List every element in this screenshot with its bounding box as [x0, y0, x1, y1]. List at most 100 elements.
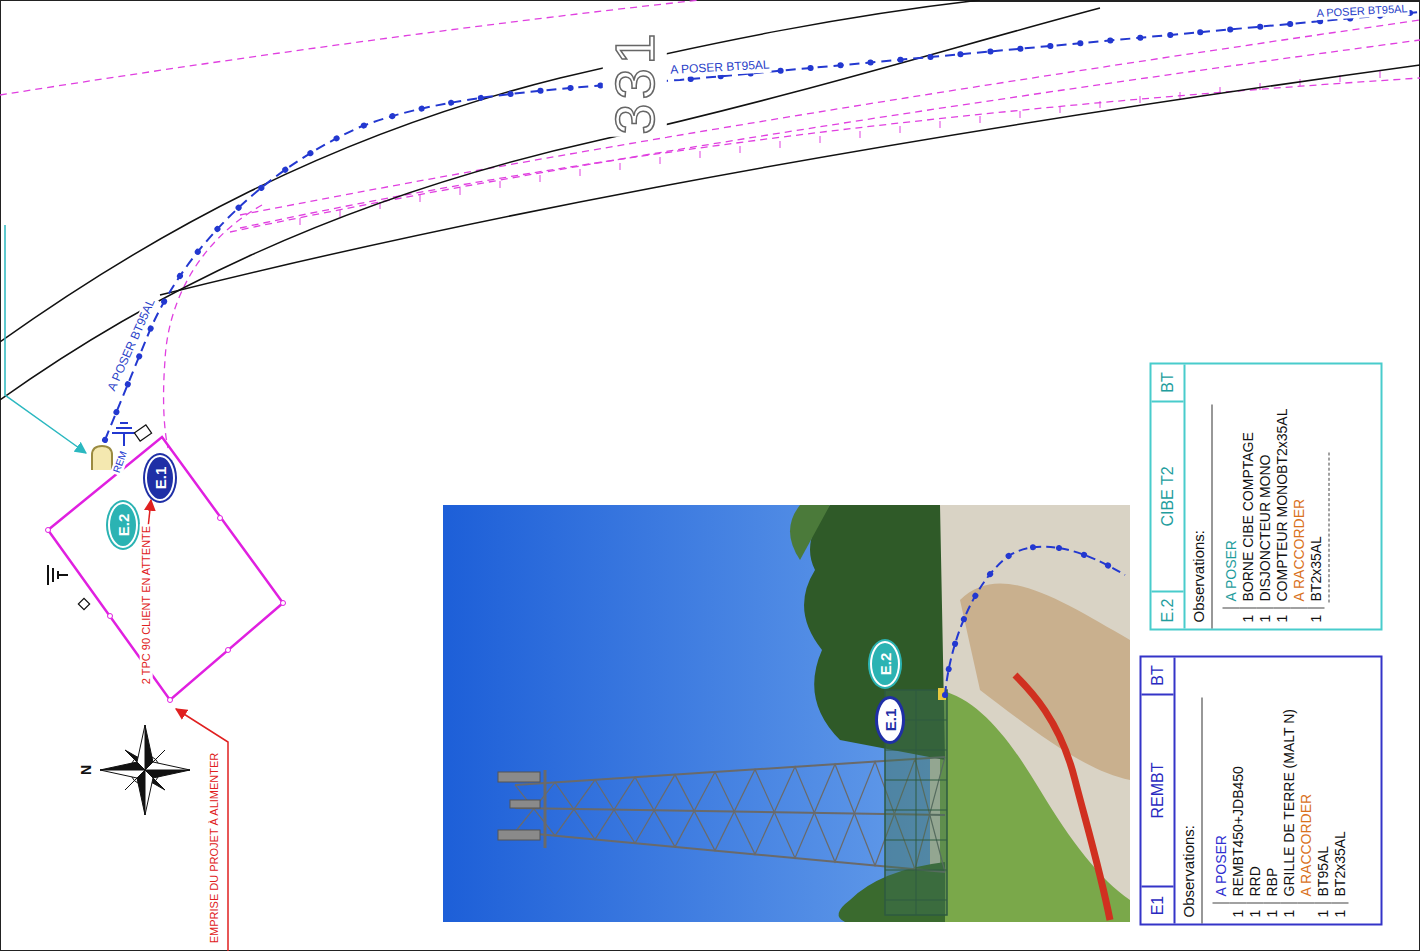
node-text: A POSER: [1213, 835, 1230, 903]
node-text: 1: [1230, 903, 1247, 917]
antenna: [498, 772, 540, 782]
node-text: A RACCORDER: [1298, 793, 1315, 903]
table-row: 1GRILLE DE TERRE (MALT N): [1281, 665, 1298, 917]
parcel-dot: [46, 528, 51, 533]
earth-symbol: [48, 565, 68, 585]
node-text: BT: [1152, 364, 1184, 402]
earth-bar: [116, 427, 132, 429]
node-text: COMPTEUR MONOBT2x35AL: [1274, 408, 1291, 608]
node-text: GRILLE DE TERRE (MALT N): [1281, 709, 1298, 903]
node-text: 1: [1247, 903, 1264, 917]
limit-line: [0, 0, 700, 95]
table-rows: A POSER1REMBT450+JDB4501RRD1RBP1GRILLE D…: [1213, 657, 1359, 923]
observation-table: E.2CIBE T2BTObservations: A POSER 1BORNE C…: [1150, 362, 1383, 630]
cable-label: A POSER BT95AL: [668, 58, 772, 77]
spacer: [1298, 903, 1315, 917]
equipment-tag: E.1: [145, 455, 175, 501]
box-symbol: [134, 425, 151, 441]
slope-line: [240, 20, 1420, 215]
site-photo: [443, 505, 1130, 922]
antennas: [498, 772, 540, 840]
earth-bar: [120, 422, 128, 424]
node-text: A POSER: [1223, 540, 1240, 608]
node-text: RRD: [1247, 866, 1264, 903]
cable-dots-photo: [945, 547, 1125, 695]
node-text: BORNE CIBE COMPTAGE: [1240, 432, 1257, 608]
node-text: Observations:: [1180, 824, 1197, 917]
node-text: E.2: [1152, 590, 1184, 628]
antenna: [498, 830, 540, 840]
compass-point: [137, 770, 145, 815]
photo-sky: [443, 505, 1130, 922]
compass-point: [145, 725, 153, 770]
table-header: E1REMBTBT: [1142, 657, 1176, 923]
table-observations: Observations:: [1176, 697, 1203, 923]
equipment-label: REM: [110, 448, 130, 477]
antenna: [510, 800, 540, 808]
node-text: RBP: [1264, 867, 1281, 903]
earth-symbol: [112, 423, 136, 446]
road-number: 331: [603, 27, 667, 136]
node-text: E.2: [877, 653, 894, 676]
table-row: 1BT95AL: [1315, 665, 1332, 917]
parcel-dot: [108, 614, 113, 619]
node-text: A RACCORDER: [1291, 498, 1308, 608]
table-rows: A POSER 1BORNE CIBE COMPTAGE1DISJONCTEUR …: [1223, 364, 1340, 628]
table-row: 1BT2x35AL: [1308, 372, 1325, 622]
red-duct: [1015, 675, 1110, 920]
table-header: E.2CIBE T2BT: [1152, 364, 1186, 628]
cabinet-symbol: [92, 446, 112, 470]
table-row: 1BT2x35AL: [1332, 665, 1349, 917]
pylon-lattice: [515, 757, 945, 869]
photo-gravel: [930, 505, 1130, 922]
earth-bar: [47, 565, 49, 585]
node-text: E.2: [115, 514, 132, 537]
node-text: Observations:: [1190, 529, 1207, 622]
road-edge: [0, 8, 1100, 400]
parcel-dot: [281, 601, 286, 606]
node-text: E.1: [152, 467, 169, 490]
slope-line: [230, 40, 1420, 232]
road-edge: [160, 65, 1420, 295]
note-label: 2 TPC 90 CLIENT EN ATTENTE: [140, 524, 153, 686]
parcel-dot: [168, 698, 173, 703]
table-observations: Observations:: [1186, 404, 1213, 628]
table-row: 1DISJONCTEUR MONO: [1257, 372, 1274, 622]
photo-trees: [790, 505, 830, 560]
node-text: BT2x35AL: [1308, 536, 1325, 608]
node-text: E1: [1142, 885, 1174, 923]
node-text: DISJONCTEUR MONO: [1257, 454, 1274, 608]
spacer: [1213, 903, 1230, 917]
marker-symbol: [78, 598, 89, 609]
node-text: BT2x35AL: [1332, 831, 1349, 903]
node-text: REMBT: [1142, 695, 1174, 885]
compass-point: [145, 770, 153, 815]
pylon-platform: [544, 770, 547, 848]
project-parcel: [48, 437, 283, 700]
pylon-legs: [515, 757, 945, 872]
node-text: E.1: [882, 709, 899, 732]
node-text: 1: [1257, 608, 1274, 622]
parcel-dot: [226, 648, 231, 653]
equipment-tag: E.2: [870, 641, 900, 687]
note-label: EMPRISE DU PROJET À ALIMENTER: [208, 751, 221, 946]
table-row: A POSER: [1213, 665, 1230, 917]
limit-curve: [164, 205, 262, 448]
table-row: A RACCORDER: [1291, 372, 1308, 622]
spacer: [1291, 608, 1308, 622]
leader-line: [176, 709, 228, 951]
cable-label: A POSER BT95AL: [1314, 2, 1410, 20]
table-row: A RACCORDER: [1298, 665, 1315, 917]
road-edge: [0, 0, 980, 342]
node-text: 1: [1264, 903, 1281, 917]
earth-bar: [52, 568, 54, 582]
cable-label: A POSER BT95AL: [105, 295, 160, 395]
node-text: BT95AL: [1315, 845, 1332, 903]
slope-line: [240, 78, 1420, 228]
parcel-dot: [218, 516, 223, 521]
earth-lead: [123, 433, 125, 446]
table-row: 1REMBT450+JDB450: [1230, 665, 1247, 917]
observation-table: E1REMBTBTObservations: A POSER1REMBT450+J…: [1140, 655, 1383, 925]
